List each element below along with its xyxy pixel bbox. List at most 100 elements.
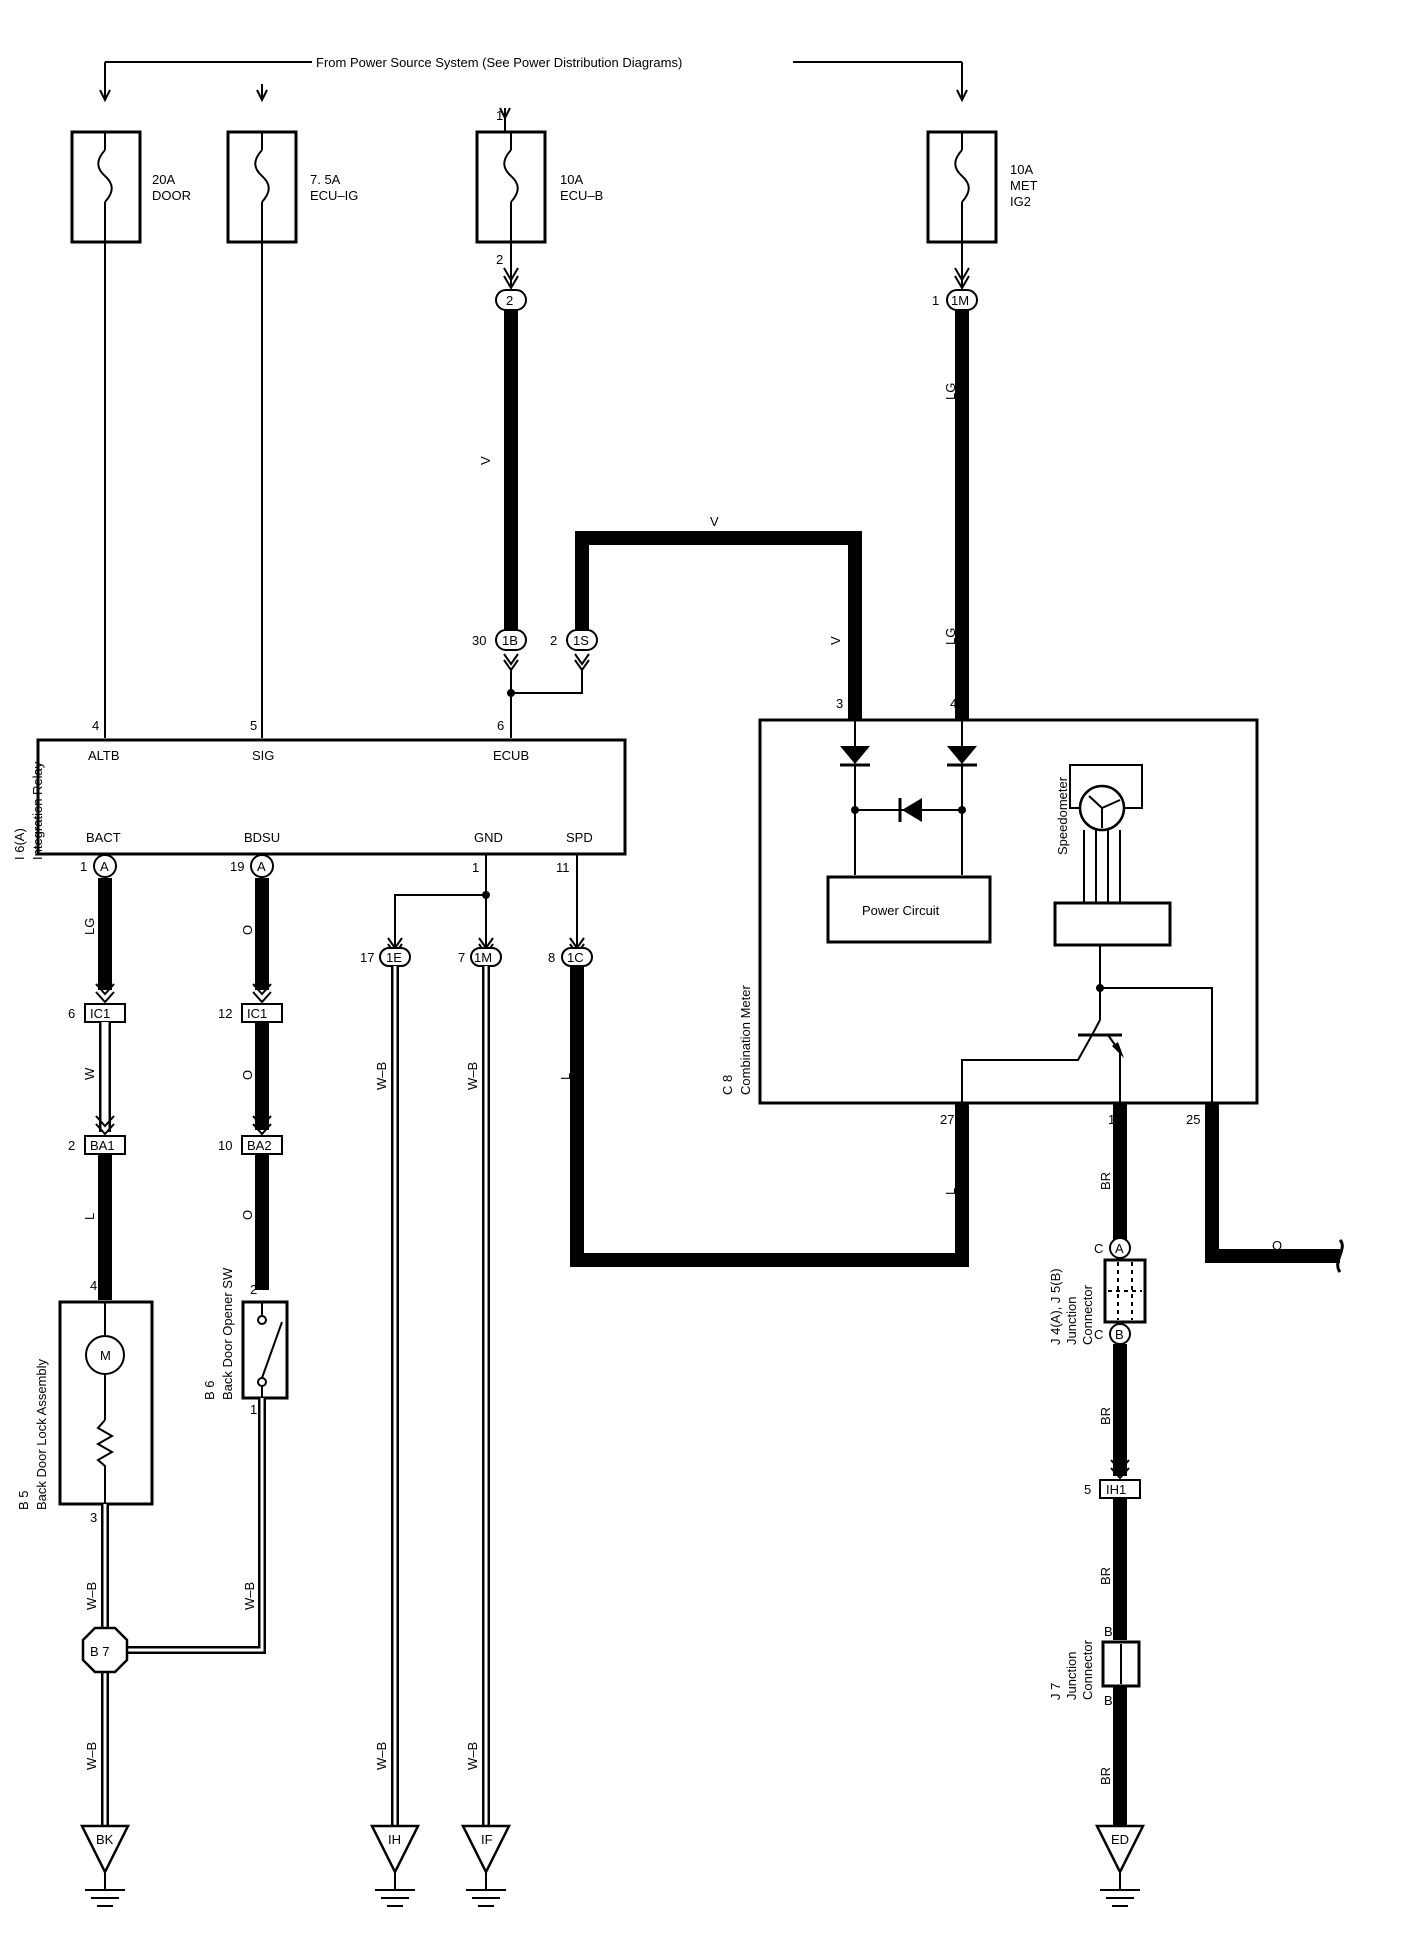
fuse-met-amp: 10A <box>1010 162 1033 177</box>
junction-b-c: C <box>1094 1327 1103 1342</box>
junction-a-c: C <box>1094 1241 1103 1256</box>
j4-name2: Connector <box>1080 1284 1095 1345</box>
wire-color-w: W <box>82 1067 97 1080</box>
ic1-a: IC1 <box>90 1006 110 1021</box>
wire-color-v3: V <box>828 636 843 645</box>
junction-a: A <box>1115 1241 1124 1256</box>
b6-pin-bot: 1 <box>250 1402 257 1417</box>
b6-ref: B 6 <box>202 1380 217 1400</box>
wire-color-br4: BR <box>1098 1767 1113 1785</box>
relay-bact: BACT <box>86 830 121 845</box>
wire-color-l3: L <box>943 1188 958 1195</box>
wire-br-ground: BR A C B C J 4(A), J 5(B) Junction Conne… <box>1048 1103 1147 1826</box>
b5-name: Back Door Lock Assembly <box>34 1358 49 1510</box>
wire-color-v1: V <box>478 456 493 465</box>
wire-relay-gnd: 1 1E 17 1M 7 W–B W–B W–B W–B <box>360 854 502 1826</box>
ba2: BA2 <box>247 1138 272 1153</box>
connector-1b-pin: 30 <box>472 633 486 648</box>
connector-1e-pin: 17 <box>360 950 374 965</box>
relay-spd: SPD <box>566 830 593 845</box>
b5-ref: B 5 <box>16 1490 31 1510</box>
gnd-pin: 1 <box>472 860 479 875</box>
bact-a: A <box>100 859 109 874</box>
connector-1b: 1B <box>502 633 518 648</box>
relay-altb: ALTB <box>88 748 120 763</box>
back-door-lock-assembly: M 3 B 5 Back Door Lock Assembly <box>16 1300 154 1525</box>
ih1: IH1 <box>1106 1482 1126 1497</box>
connector-1m-top-pin: 1 <box>932 293 939 308</box>
integration-relay: 4 5 6 ALTB SIG ECUB BACT BDSU GND SPD I … <box>12 718 627 860</box>
relay-pin-5: 5 <box>250 718 257 733</box>
fuse-ecu-ig-amp: 7. 5A <box>310 172 341 187</box>
wire-color-br1: BR <box>1098 1172 1113 1190</box>
speedometer-label: Speedometer <box>1055 776 1070 855</box>
fuse-met-name: MET <box>1010 178 1038 193</box>
fuse-door: 20A DOOR <box>70 130 191 244</box>
ground-bk-label: BK <box>96 1832 114 1847</box>
relay-ecub: ECUB <box>493 748 529 763</box>
b6-name: Back Door Opener SW <box>220 1267 235 1400</box>
wire-color-o4: O <box>1272 1238 1282 1253</box>
fuse-met-name2: IG2 <box>1010 194 1031 209</box>
wire-color-lg2: LG <box>943 628 958 645</box>
b6-pin-top: 2 <box>250 1282 257 1297</box>
wire-color-lg1: LG <box>943 383 958 400</box>
fuse-ecu-ig-name: ECU–IG <box>310 188 358 203</box>
relay-bdsu: BDSU <box>244 830 280 845</box>
j7-name1: Junction <box>1064 1652 1079 1700</box>
relay-pin-4: 4 <box>92 718 99 733</box>
j7-name2: Connector <box>1080 1639 1095 1700</box>
wire-color-l2: L <box>558 1073 573 1080</box>
fuse-ecu-ig: 7. 5A ECU–IG <box>226 130 358 244</box>
bdsu-pin: 19 <box>230 859 244 874</box>
wire-color-wb3: W–B <box>84 1742 99 1770</box>
motor-icon: M <box>100 1348 111 1363</box>
meter-pin-1: 1 <box>1108 1112 1115 1127</box>
wire-color-br3: BR <box>1098 1567 1113 1585</box>
wire-color-v2: V <box>710 514 719 529</box>
ground-if: IF <box>460 1824 512 1907</box>
fuse-ecu-b-amp: 10A <box>560 172 583 187</box>
wire-o-output: O <box>1205 1103 1344 1273</box>
connector-1c: 1C <box>567 950 584 965</box>
wire-spd: 11 1C 8 L L <box>548 854 969 1267</box>
combination-meter: 3 4 27 1 25 C 8 Combination Meter Power … <box>720 696 1259 1127</box>
ih1-pin: 5 <box>1084 1482 1091 1497</box>
ic1-a-pin: 6 <box>68 1006 75 1021</box>
connector-1s-pin: 2 <box>550 633 557 648</box>
wire-color-o3: O <box>240 1210 255 1220</box>
ground-ih: IH <box>369 1824 421 1907</box>
fuse-ecu-b-name: ECU–B <box>560 188 603 203</box>
j7-b-bot: B <box>1104 1693 1113 1708</box>
wire-color-wb7: W–B <box>465 1742 480 1770</box>
j4-name1: Junction <box>1064 1297 1079 1345</box>
spd-pin: 11 <box>556 860 570 875</box>
ic1-b-pin: 12 <box>218 1006 232 1021</box>
meter-name: Combination Meter <box>738 985 753 1095</box>
meter-pin-3: 3 <box>836 696 843 711</box>
relay-gnd: GND <box>474 830 503 845</box>
relay-pin-6: 6 <box>497 718 504 733</box>
ground-if-label: IF <box>481 1832 493 1847</box>
wire-bact: A 1 LG IC1 6 W BA1 2 L 4 <box>68 854 126 1300</box>
fuse-ecu-b-pin-in: 1 <box>496 108 503 123</box>
relay-sig: SIG <box>252 748 274 763</box>
junction-b: B <box>1115 1327 1124 1342</box>
meter-ref: C 8 <box>720 1075 735 1095</box>
fuse-met-ig2: 10A MET IG2 <box>926 130 1038 244</box>
j4-ref: J 4(A), J 5(B) <box>1048 1268 1063 1345</box>
connector-1c-pin: 8 <box>548 950 555 965</box>
wire-color-wb1: W–B <box>84 1582 99 1610</box>
wire-color-br2: BR <box>1098 1407 1113 1425</box>
fuse-ecu-b: 1 2 10A ECU–B <box>475 108 603 267</box>
ba2-pin: 10 <box>218 1138 232 1153</box>
fuse-door-name: DOOR <box>152 188 191 203</box>
wire-color-wb4: W–B <box>374 1062 389 1090</box>
wire-ground-b7: W–B W–B B 7 W–B <box>81 1398 266 1826</box>
power-circuit-label: Power Circuit <box>862 903 940 918</box>
relay-name: Integration Relay <box>30 761 45 860</box>
wire-color-wb2: W–B <box>242 1582 257 1610</box>
j7-b-top: B <box>1104 1624 1113 1639</box>
connector-1m-top: 1M <box>951 293 969 308</box>
ic1-b: IC1 <box>247 1006 267 1021</box>
